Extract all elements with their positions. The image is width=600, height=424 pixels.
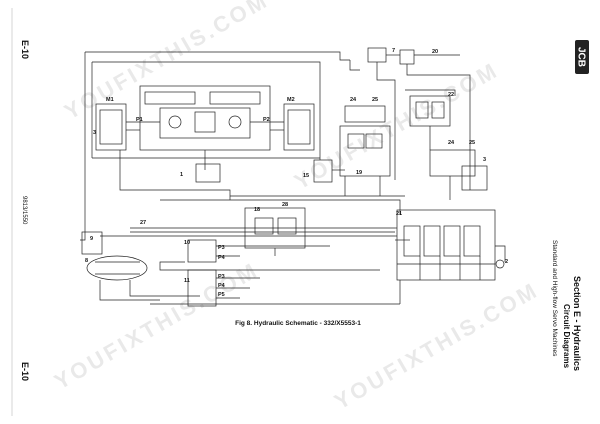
callout-25b: 25 <box>469 140 475 146</box>
callout-p4b: P4 <box>218 283 226 289</box>
section-title: Section E - Hydraulics <box>572 276 582 372</box>
callout-m1: M1 <box>106 97 114 103</box>
doc-number: 9813/1550 <box>21 196 27 225</box>
callout-15: 15 <box>303 173 309 179</box>
figure-caption: Fig 8. Hydraulic Schematic - 332/X5553-1 <box>235 320 361 327</box>
callout-24a: 24 <box>350 97 357 103</box>
callout-1: 1 <box>180 172 183 178</box>
brand-text: JCB <box>576 47 587 67</box>
callout-labels: M1 M2 P1 P2 1 3 7 20 22 24 25 15 19 24 2… <box>85 48 508 298</box>
machine-variant-subtitle: Standard and High-flow Servo Machines <box>551 240 558 357</box>
page-code-top: E-10 <box>20 40 30 60</box>
callout-p3a: P3 <box>218 245 225 251</box>
watermark-text: YOUFIXTHIS.COM <box>290 57 503 194</box>
callout-25a: 25 <box>372 97 378 103</box>
circuit-lines <box>80 47 506 307</box>
callout-3b: 3 <box>483 157 486 163</box>
callout-19: 19 <box>356 170 362 176</box>
callout-8: 8 <box>85 258 88 264</box>
callout-11: 11 <box>184 278 190 284</box>
watermark-text: YOUFIXTHIS.COM <box>50 257 263 394</box>
callout-21: 21 <box>396 211 402 217</box>
jcb-logo: JCB <box>575 40 589 74</box>
circuit-diagrams-subtitle: Circuit Diagrams <box>562 304 571 369</box>
callout-7: 7 <box>392 48 395 54</box>
callout-2: 2 <box>505 259 508 265</box>
callout-m2: M2 <box>287 97 295 103</box>
callout-9: 9 <box>90 236 93 242</box>
callout-24b: 24 <box>448 140 455 146</box>
callout-27: 27 <box>140 220 146 226</box>
callout-20: 20 <box>432 49 438 55</box>
callout-10: 10 <box>184 240 190 246</box>
callout-p4a: P4 <box>218 255 226 261</box>
callout-p5: P5 <box>218 292 225 298</box>
callout-p3b: P3 <box>218 274 225 280</box>
callout-18: 18 <box>254 207 260 213</box>
watermark-text: YOUFIXTHIS.COM <box>330 277 543 414</box>
callout-p1: P1 <box>136 117 143 123</box>
callout-3a: 3 <box>93 130 96 136</box>
callout-p2: P2 <box>263 117 270 123</box>
page-code-bottom: E-10 <box>20 362 30 382</box>
callout-28: 28 <box>282 202 288 208</box>
callout-22: 22 <box>448 92 454 98</box>
